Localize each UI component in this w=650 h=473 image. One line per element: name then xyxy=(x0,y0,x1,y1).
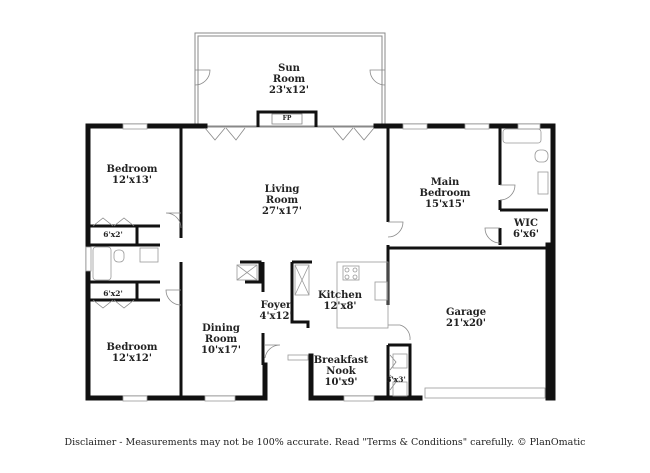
room-size: 12'x12' xyxy=(112,353,152,364)
room-size: 12'x13' xyxy=(112,175,152,186)
room-size: 10'x17' xyxy=(201,345,241,356)
sun-room-doors xyxy=(194,69,386,86)
room-name: Garage xyxy=(445,307,487,318)
fireplace-wall xyxy=(256,110,318,127)
room-name: Kitchen xyxy=(317,290,363,301)
room-name: Foyer xyxy=(260,300,292,311)
room-name: FP xyxy=(282,115,292,122)
room-size: 27'x17' xyxy=(262,206,302,217)
room-name: Bedroom xyxy=(106,164,158,175)
room-size: 15'x15' xyxy=(425,199,465,210)
fixtures xyxy=(92,128,549,397)
room-size: 6'x2' xyxy=(103,230,123,239)
room-label-fireplace: FP xyxy=(282,115,292,123)
room-name: Room xyxy=(272,74,306,85)
room-label-closet-2: 6'x2' xyxy=(103,289,123,298)
room-name: Main xyxy=(430,177,460,188)
room-size: 6'x6' xyxy=(512,229,540,240)
room-size: 6'x2' xyxy=(103,289,123,298)
room-name: Bedroom xyxy=(106,342,158,353)
room-name: Breakfast xyxy=(313,355,369,366)
room-name: WIC xyxy=(514,218,538,229)
room-size: 3'x3' xyxy=(386,375,406,384)
sun-room-walls xyxy=(194,32,386,128)
room-size: 10'x9' xyxy=(324,377,358,388)
room-label-closet-3: 3'x3' xyxy=(386,375,406,384)
room-name: Living xyxy=(264,184,300,195)
room-label-closet-1: 6'x2' xyxy=(103,230,123,239)
disclaimer-text: Disclaimer - Measurements may not be 100… xyxy=(64,437,586,448)
room-name: Sun xyxy=(278,63,300,74)
room-name: Room xyxy=(204,334,238,345)
windows xyxy=(85,123,546,402)
room-name: Room xyxy=(265,195,299,206)
room-size: 23'x12' xyxy=(269,85,309,96)
room-size: 4'x12' xyxy=(259,311,293,322)
room-name: Bedroom xyxy=(419,188,471,199)
room-name: Nook xyxy=(326,366,356,377)
room-size: 21'x20' xyxy=(446,318,486,329)
room-name: Dining xyxy=(202,323,240,334)
room-size: 12'x8' xyxy=(323,301,357,312)
